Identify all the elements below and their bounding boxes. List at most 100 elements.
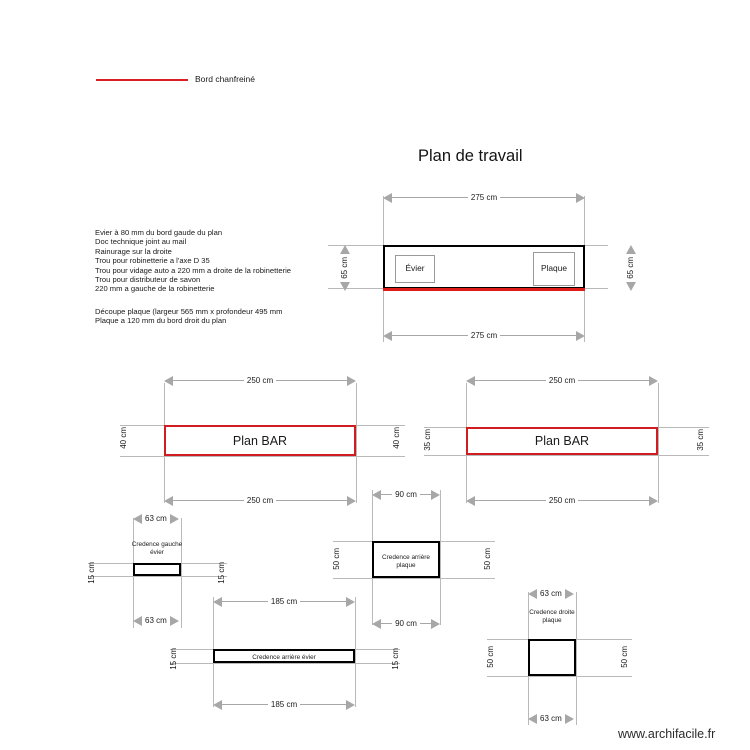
cdp-dim-right-label: 50 cm [620,646,629,668]
arrow-right-icon [346,699,356,710]
credence-arriere-plaque-shape[interactable]: Credence arrière plaque [372,541,440,578]
cap-dim-top: 90 cm [372,489,441,500]
credence-droite-plaque-label: Credence droite plaque [529,609,575,624]
cae-ext-hline-bottom [170,663,400,664]
cap-ext-hline-bottom [333,578,495,579]
arrow-right-icon [431,489,441,500]
arrow-left-icon [164,495,173,506]
arrow-right-icon [431,618,441,629]
cae-dim-top-label: 185 cm [270,596,298,606]
arrow-left-icon [466,375,475,386]
credence-gauche-evier-shape[interactable] [133,563,181,576]
arrow-left-icon [372,489,381,500]
planbar-right-dim-left-label: 35 cm [423,429,432,451]
planbar-right-dim-top-label: 250 cm [548,375,576,385]
planbar-left-ext-hline-bottom [120,456,405,457]
arrow-right-icon [576,330,586,341]
cdp-dim-bottom: 63 cm [528,713,576,724]
arrow-right-icon [347,495,357,506]
cge-dim-top: 63 cm [133,513,181,524]
planbar-right-ext-vline-right [658,383,659,503]
arrow-right-icon [169,513,179,524]
arrow-right-icon [169,615,179,626]
arrow-left-icon [383,192,392,203]
worktop-dim-bottom-label: 275 cm [470,330,498,340]
cge-ext-vline-right [181,518,182,628]
worktop-chamfered-edge [383,288,585,291]
worktop-dim-bottom: 275 cm [383,330,586,341]
credence-arriere-evier-shape[interactable]: Credence arrière évier [213,649,355,663]
arrow-right-icon [576,192,586,203]
arrow-right-icon [347,375,357,386]
arrow-left-icon [466,495,475,506]
planbar-left-dim-left-label: 40 cm [119,427,128,449]
planbar-left-dim-right-label: 40 cm [392,427,401,449]
cap-dim-bottom: 90 cm [372,618,441,629]
worktop-cutout-plaque[interactable]: Plaque [533,252,575,286]
credence-arriere-plaque-label: Credence arrière plaque [382,554,430,569]
arrow-right-icon [564,713,574,724]
arrow-right-icon [346,596,356,607]
cae-ext-vline-right [355,597,356,707]
planbar-right-dim-bottom-label: 250 cm [548,495,576,505]
cdp-dim-top-label: 63 cm [540,588,562,598]
cae-dim-bottom-label: 185 cm [270,699,298,709]
cdp-ext-vline-right [576,592,577,725]
legend-chamfer-line [96,79,188,81]
arrow-left-icon [213,596,222,607]
page-title: Plan de travail [418,147,523,165]
arrow-left-icon [528,588,537,599]
worktop-shape[interactable]: Évier Plaque [383,245,585,289]
cae-dim-bottom: 185 cm [213,699,356,710]
notes-sink-block: Evier à 80 mm du bord gaude du plan Doc … [95,228,292,294]
worktop-cutout-evier-label: Évier [405,263,425,273]
planbar-left-dim-top-label: 250 cm [246,375,274,385]
credence-gauche-evier-label: Credence gauche évier [131,541,183,556]
credence-arriere-evier-label: Credence arrière évier [252,654,316,661]
cap-dim-bottom-label: 90 cm [395,618,417,628]
arrow-right-icon [649,375,659,386]
cap-ext-vline-right [440,490,441,625]
cap-dim-top-label: 90 cm [395,489,417,499]
arrow-left-icon [372,618,381,629]
cge-dim-bottom-label: 63 cm [145,615,167,625]
worktop-dim-top: 275 cm [383,192,586,203]
cdp-ext-hline-bottom [487,676,632,677]
cap-dim-right-label: 50 cm [483,548,492,570]
arrow-down-icon [625,281,636,291]
arrow-right-icon [564,588,574,599]
planbar-right-dim-top: 250 cm [466,375,659,386]
site-watermark: www.archifacile.fr [618,727,716,741]
arrow-left-icon [383,330,392,341]
notes-hob-block: Découpe plaque (largeur 565 mm x profond… [95,307,283,326]
worktop-dim-left: 65 cm [339,245,350,291]
worktop-dim-left-label: 65 cm [339,257,349,279]
worktop-cutout-evier[interactable]: Évier [395,255,435,283]
cge-ext-hline-bottom [88,576,227,577]
credence-droite-plaque-shape[interactable] [528,639,576,676]
planbar-left-dim-bottom: 250 cm [164,495,357,506]
worktop-dim-right-label: 65 cm [625,257,635,279]
planbar-right-dim-bottom: 250 cm [466,495,659,506]
cge-dim-right-label: 15 cm [217,562,226,584]
worktop-dim-right: 65 cm [625,245,636,291]
cge-dim-left-label: 15 cm [87,562,96,584]
cdp-dim-bottom-label: 63 cm [540,713,562,723]
arrow-down-icon [339,281,350,291]
planbar-right-ext-hline-bottom [424,455,709,456]
cae-dim-top: 185 cm [213,596,356,607]
cge-dim-top-label: 63 cm [145,513,167,523]
planbar-right-dim-right-label: 35 cm [696,429,705,451]
planbar-left-ext-vline-right [356,383,357,503]
cdp-dim-left-label: 50 cm [486,646,495,668]
planbar-right-label: Plan BAR [534,434,590,448]
worktop-cutout-plaque-label: Plaque [540,263,568,273]
arrow-up-icon [339,245,350,254]
cae-dim-right-label: 15 cm [391,648,400,670]
worktop-dim-top-label: 275 cm [470,192,498,202]
planbar-left-shape[interactable]: Plan BAR [164,425,356,456]
arrow-left-icon [213,699,222,710]
cge-dim-bottom: 63 cm [133,615,181,626]
arrow-left-icon [133,513,142,524]
planbar-right-shape[interactable]: Plan BAR [466,427,658,455]
